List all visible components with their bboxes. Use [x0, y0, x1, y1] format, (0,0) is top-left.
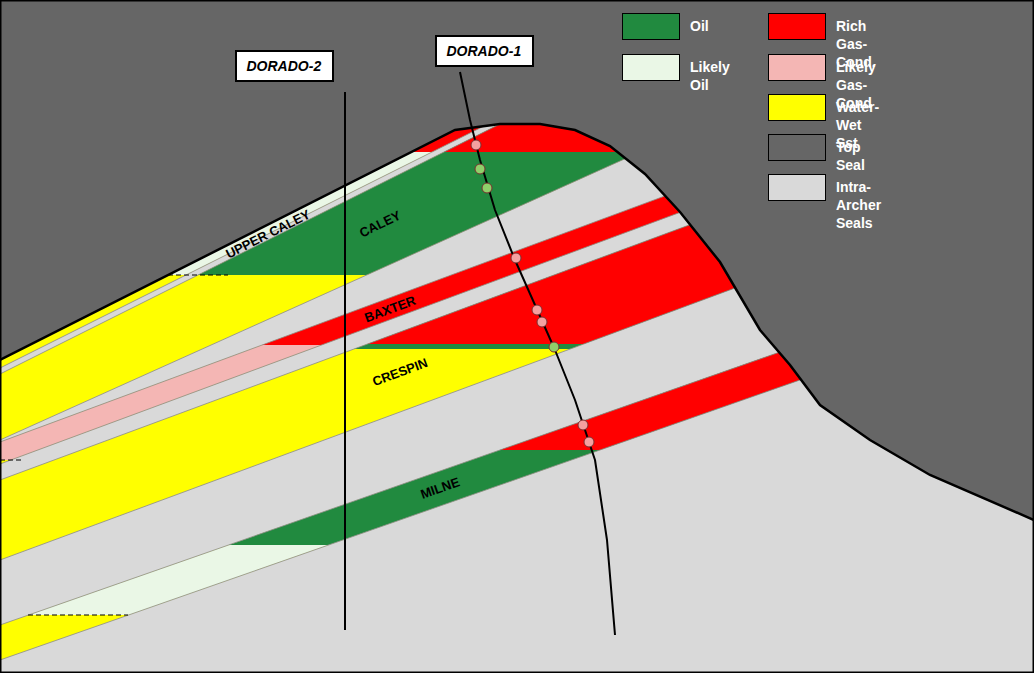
- illustration-part: [471, 140, 481, 150]
- illustration-part: [532, 305, 542, 315]
- legend-swatch: [768, 54, 826, 81]
- illustration-part: [168, 274, 228, 275]
- illustration-part: [28, 614, 128, 615]
- illustration-part: [0, 0, 1034, 152]
- illustration-part: [475, 164, 485, 174]
- illustration-part: [0, 0, 1034, 368]
- illustration-part: [0, 263, 1034, 660]
- illustration-part: [0, 0, 1034, 345]
- legend-swatch: [622, 13, 680, 40]
- legend-swatch: [768, 94, 826, 121]
- illustration-part: [0, 0, 1034, 152]
- well-name-box: DORADO-1: [435, 35, 534, 67]
- illustration-part: [549, 342, 559, 352]
- well-name: DORADO-2: [247, 57, 322, 75]
- illustration-part: [0, 0, 1034, 440]
- legend-swatch: [768, 134, 826, 161]
- illustration-part: [0, 0, 1034, 615]
- illustration-part: [578, 420, 588, 430]
- well-name-box: DORADO-2: [235, 50, 334, 82]
- illustration-part: [0, 0, 1034, 275]
- illustration-part: [0, 0, 1034, 460]
- sample-points: [471, 140, 594, 447]
- illustration-part: [584, 437, 594, 447]
- contact-lines: [0, 275, 228, 615]
- illustration-part: [511, 253, 521, 263]
- legend-swatch: [622, 54, 680, 81]
- illustration-part: [0, 0, 1034, 344]
- well-trajectory: [344, 92, 346, 630]
- illustration-part: [0, 0, 1034, 275]
- legend-label: Top Seal: [836, 138, 865, 174]
- illustration-part: [482, 183, 492, 193]
- illustration-part: [0, 459, 22, 460]
- well-trajectory: [460, 72, 615, 635]
- legend-label: Intra-Archer Seals: [836, 178, 881, 232]
- illustration-part: [0, 59, 1034, 464]
- legend-swatch: [768, 13, 826, 40]
- structure-top: [0, 124, 1034, 520]
- illustration-part: [537, 317, 547, 327]
- legend-swatch: [768, 174, 826, 201]
- illustration-part: [0, 0, 1034, 545]
- legend-label: Oil: [690, 17, 709, 35]
- illustration-part: [0, 0, 1034, 450]
- illustration-part: [0, 97, 1034, 560]
- well-name: DORADO-1: [447, 42, 522, 60]
- legend-label: Likely Oil: [690, 58, 730, 94]
